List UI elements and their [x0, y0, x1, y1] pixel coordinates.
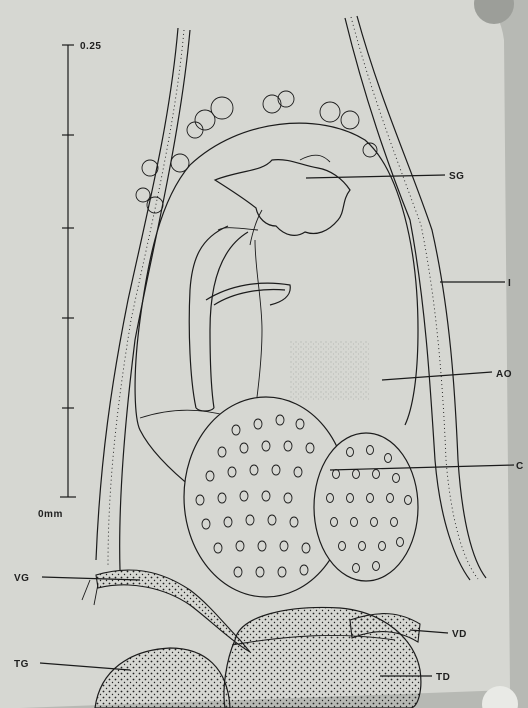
- label-i-text: I: [508, 278, 511, 289]
- egg-mass-right: [314, 433, 418, 581]
- label-sg-text: SG: [449, 171, 464, 182]
- scale-top-label: 0.25: [80, 41, 101, 52]
- label-td-text: TD: [436, 672, 450, 683]
- label-c-text: C: [516, 461, 524, 472]
- paper-sheet: [0, 0, 510, 708]
- label-tg-text: TG: [14, 659, 29, 670]
- label-ao-text: AO: [496, 369, 512, 380]
- label-vg-text: VG: [14, 573, 29, 584]
- label-vd-text: VD: [452, 629, 467, 640]
- ovary-stipple-faint: [290, 340, 370, 400]
- scale-bottom-label: 0mm: [38, 509, 63, 520]
